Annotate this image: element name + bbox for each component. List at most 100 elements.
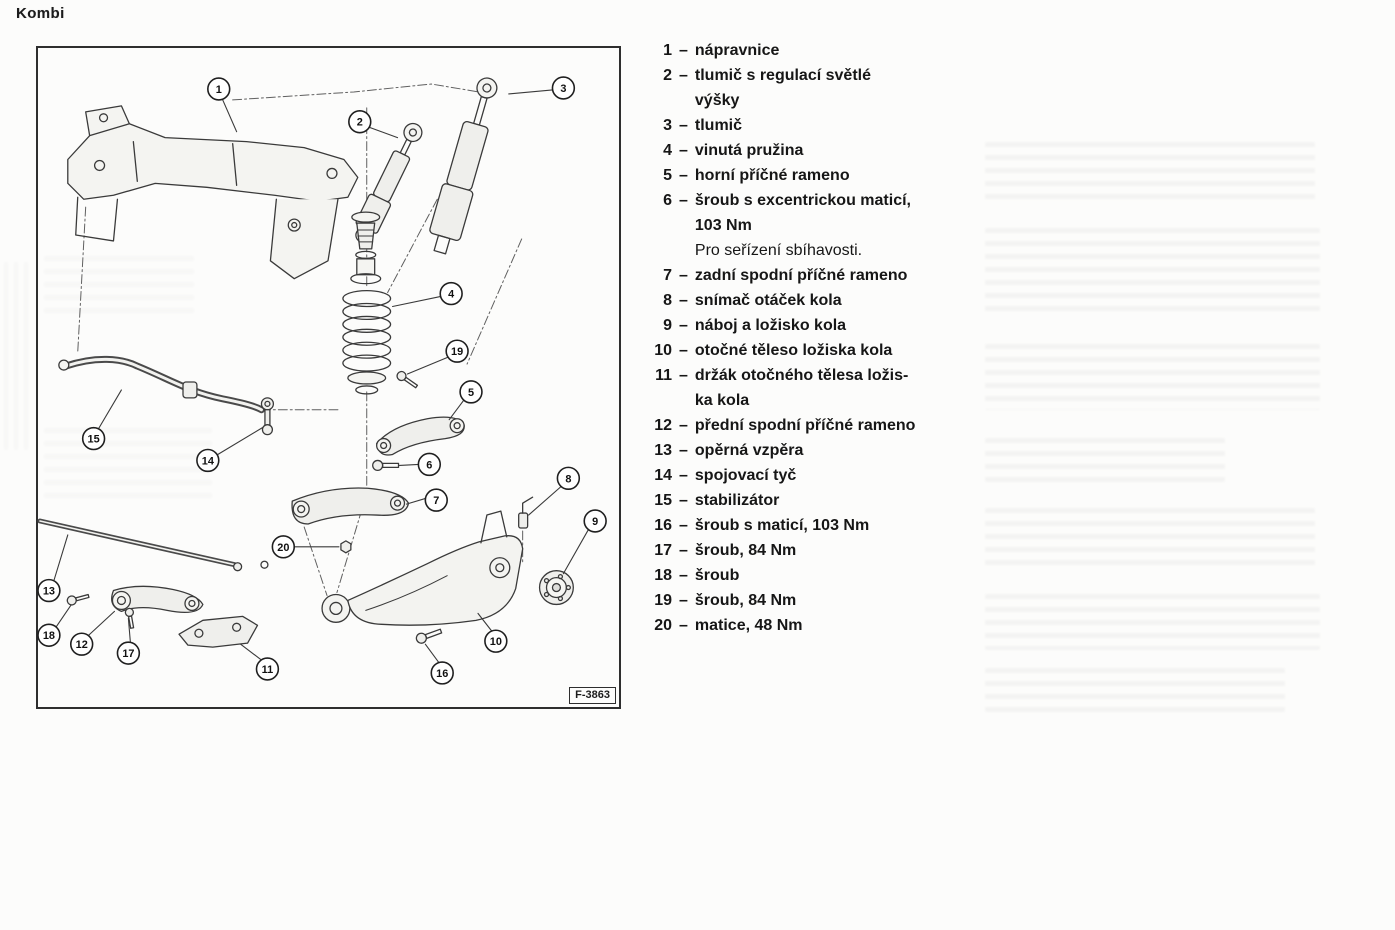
separator: – [679,417,688,434]
legend-item: 9–náboj a ložisko kola [646,313,986,338]
part-name: přední spodní příčné rameno [694,417,916,434]
legend-item: 19–šroub, 84 Nm [646,588,986,613]
part-bolt-17 [124,607,135,629]
part-bearing-carrier-bracket [178,615,259,648]
callout-13: 13 [37,578,61,603]
part-connecting-link [260,397,275,436]
legend-item: 3–tlumič [646,113,986,138]
svg-text:3: 3 [560,83,566,95]
callout-4: 4 [439,281,463,306]
legend-item: 17–šroub, 84 Nm [646,538,986,563]
part-number: 4 [663,142,672,159]
part-name: spojovací tyč [694,467,797,484]
separator: – [679,617,688,634]
part-number: 20 [654,617,672,634]
separator: – [679,317,688,334]
part-bolt-19 [396,370,419,389]
part-name: držák otočného tělesa ložis- ka kola [694,367,909,409]
part-name: nápravnice [694,42,780,59]
part-number: 1 [663,42,672,59]
separator: – [679,367,688,384]
separator: – [679,592,688,609]
callout-17: 17 [116,641,141,665]
legend-item: 4–vinutá pružina [646,138,986,163]
separator: – [679,192,688,209]
svg-text:12: 12 [76,639,88,651]
svg-text:10: 10 [490,636,502,648]
callout-3: 3 [551,76,576,100]
separator: – [679,292,688,309]
part-upper-lateral-arm [376,416,465,456]
suspension-parts-drawing [37,77,589,664]
part-number: 10 [654,342,672,359]
scan-bleedthrough [4,262,30,450]
callout-14: 14 [196,448,220,473]
svg-text:15: 15 [88,434,100,446]
scan-bleedthrough [985,668,1285,712]
part-number: 16 [654,517,672,534]
separator: – [679,42,688,59]
part-name: horní příčné rameno [694,167,850,184]
callout-8: 8 [556,466,581,491]
part-name: šroub, 84 Nm [694,542,797,559]
legend-item: 20–matice, 48 Nm [646,613,986,638]
part-trailing-arm-knuckle [260,510,524,626]
legend-item: 5–horní příčné rameno [646,163,986,188]
part-number: 3 [663,117,672,134]
separator: – [679,442,688,459]
part-front-lower-lateral-arm [111,585,204,613]
svg-text:9: 9 [592,516,598,528]
callout-leader-lines [53,89,589,664]
part-strut-rod [37,518,243,572]
part-number: 17 [654,542,672,559]
scan-bleedthrough [985,344,1320,410]
svg-text:6: 6 [426,459,432,471]
callout-2: 2 [348,110,372,134]
svg-text:2: 2 [357,117,363,129]
suspension-diagram: 1 2 3 4 19 5 15 14 6 7 8 20 9 13 18 12 1… [37,76,607,685]
part-name: stabilizátor [694,492,780,509]
figure-number-label: F-3863 [569,687,616,704]
scan-bleedthrough [44,256,194,314]
callout-5: 5 [459,380,483,404]
callout-12: 12 [69,632,94,656]
part-number: 15 [654,492,672,509]
part-nut-20 [340,540,352,554]
separator: – [679,167,688,184]
diagram-frame: 1 2 3 4 19 5 15 14 6 7 8 20 9 13 18 12 1… [36,46,621,709]
callout-1: 1 [207,77,231,101]
scan-bleedthrough [985,508,1315,570]
part-name: snímač otáček kola [694,292,842,309]
part-name: opěrná vzpěra [694,442,804,459]
part-name: vinutá pružina [694,142,804,159]
part-number: 14 [654,467,672,484]
svg-text:8: 8 [565,473,571,485]
svg-text:4: 4 [448,289,454,301]
callout-20: 20 [271,535,296,559]
svg-text:1: 1 [216,84,222,96]
part-name: tlumič [694,117,743,134]
legend-item: 14–spojovací tyč [646,463,986,488]
callouts: 1 2 3 4 19 5 15 14 6 7 8 20 9 13 18 12 1… [37,76,607,685]
part-stabilizer-bar [58,355,265,414]
svg-text:13: 13 [43,586,55,598]
legend-item: 11–držák otočného tělesa ložis- ka kola [646,363,986,413]
part-number: 12 [654,417,672,434]
separator: – [679,342,688,359]
part-number: 8 [663,292,672,309]
part-subframe [67,105,359,280]
legend-item: 7–zadní spodní příčné rameno [646,263,986,288]
part-name: šroub [694,567,740,584]
legend-item: 8–snímač otáček kola [646,288,986,313]
svg-text:18: 18 [43,630,55,642]
callout-9: 9 [583,509,607,533]
part-note: Pro seřízení sbíhavosti. [694,242,863,259]
svg-text:19: 19 [451,346,463,358]
separator: – [679,467,688,484]
separator: – [679,567,688,584]
part-number: 13 [654,442,672,459]
part-name: tlumič s regulací světlé výšky [694,67,871,109]
part-name: šroub s maticí, 103 Nm [694,517,870,534]
